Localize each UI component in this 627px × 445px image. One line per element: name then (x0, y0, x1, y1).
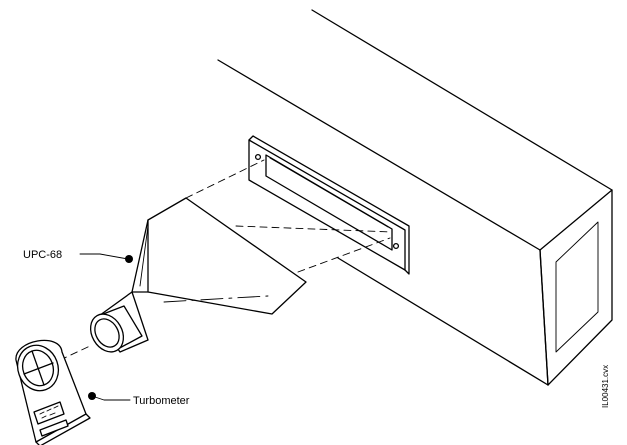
plate-slot-depth (269, 157, 389, 228)
upc-68-hood (89, 197, 307, 353)
hood-left-side (131, 219, 149, 293)
upc-68-leader-line (79, 253, 129, 260)
hood-body (147, 197, 307, 315)
callout-turbometer: Turbometer (88, 392, 190, 407)
duct-corner-edge (539, 249, 549, 386)
duct-end-face (539, 189, 613, 386)
outlet-opening (94, 318, 120, 348)
duct-top-near-edge (217, 59, 541, 251)
turbometer-leader-dot (88, 392, 96, 400)
hood-hidden-edge (163, 295, 269, 303)
duct-top-far-edge (311, 9, 613, 191)
turbometer-alignment-line (59, 345, 91, 361)
projection-lines (185, 159, 393, 273)
projection-line-middle (235, 225, 393, 233)
turbometer-body-thickness (35, 413, 91, 445)
turbometer-display-digits (39, 405, 59, 419)
duct-end-inner-rim (555, 221, 599, 353)
duct-bottom-edge (337, 257, 549, 386)
plate-screw-hole-right (392, 242, 400, 250)
access-port-plate (248, 135, 410, 275)
turbometer-label: Turbometer (133, 395, 190, 407)
duct (217, 9, 613, 386)
turbometer-leader-line (91, 395, 131, 401)
plate-screw-hole-left (254, 153, 262, 161)
turbometer-rotor-cross (23, 350, 54, 386)
outlet-rim (89, 313, 125, 353)
figure-code: IL00431.cvx (601, 365, 610, 408)
hood-crease (139, 225, 149, 287)
callout-upc-68: UPC-68 (23, 249, 133, 263)
projection-line-upper (185, 159, 265, 199)
upc-68-label: UPC-68 (23, 249, 62, 261)
turbometer-display (33, 401, 65, 425)
turbometer-button (39, 419, 69, 437)
upc-68-leader-dot (125, 255, 133, 263)
projection-line-lower (297, 237, 391, 273)
turbometer (15, 339, 91, 445)
plate-face (248, 139, 406, 271)
